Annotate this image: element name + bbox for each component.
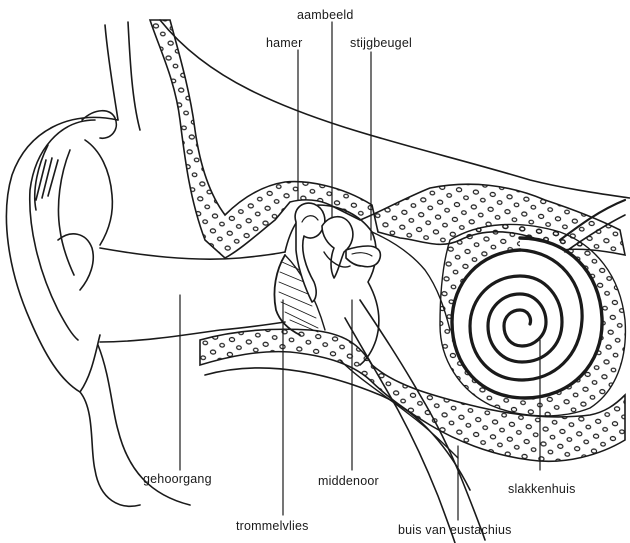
label-hamer: hamer [266,37,302,50]
middle-ear-wall [372,232,450,330]
ear-canal-top [100,248,285,259]
label-buis-van-eustachius: buis van eustachius [398,524,512,537]
label-trommelvlies: trommelvlies [236,520,309,533]
hammer [295,203,325,302]
label-aambeeld: aambeeld [297,9,354,22]
bottom-contour [205,368,470,490]
temporal-bone-upper [150,20,625,258]
label-middenoor: middenoor [318,475,379,488]
skin-top [105,25,118,120]
stirrup [346,246,380,267]
scapha-lines [36,158,58,200]
label-stijgbeugel: stijgbeugel [350,37,412,50]
antitragus [58,234,93,290]
lobe [80,392,140,506]
antihelix [58,150,74,275]
pinna-helix-inner [30,120,95,340]
tragus-fold [82,111,116,139]
label-slakkenhuis: slakkenhuis [508,483,576,496]
anvil [322,217,353,278]
concha [85,140,112,245]
skin-top-2 [128,22,140,130]
label-gehoorgang: gehoorgang [143,473,212,486]
